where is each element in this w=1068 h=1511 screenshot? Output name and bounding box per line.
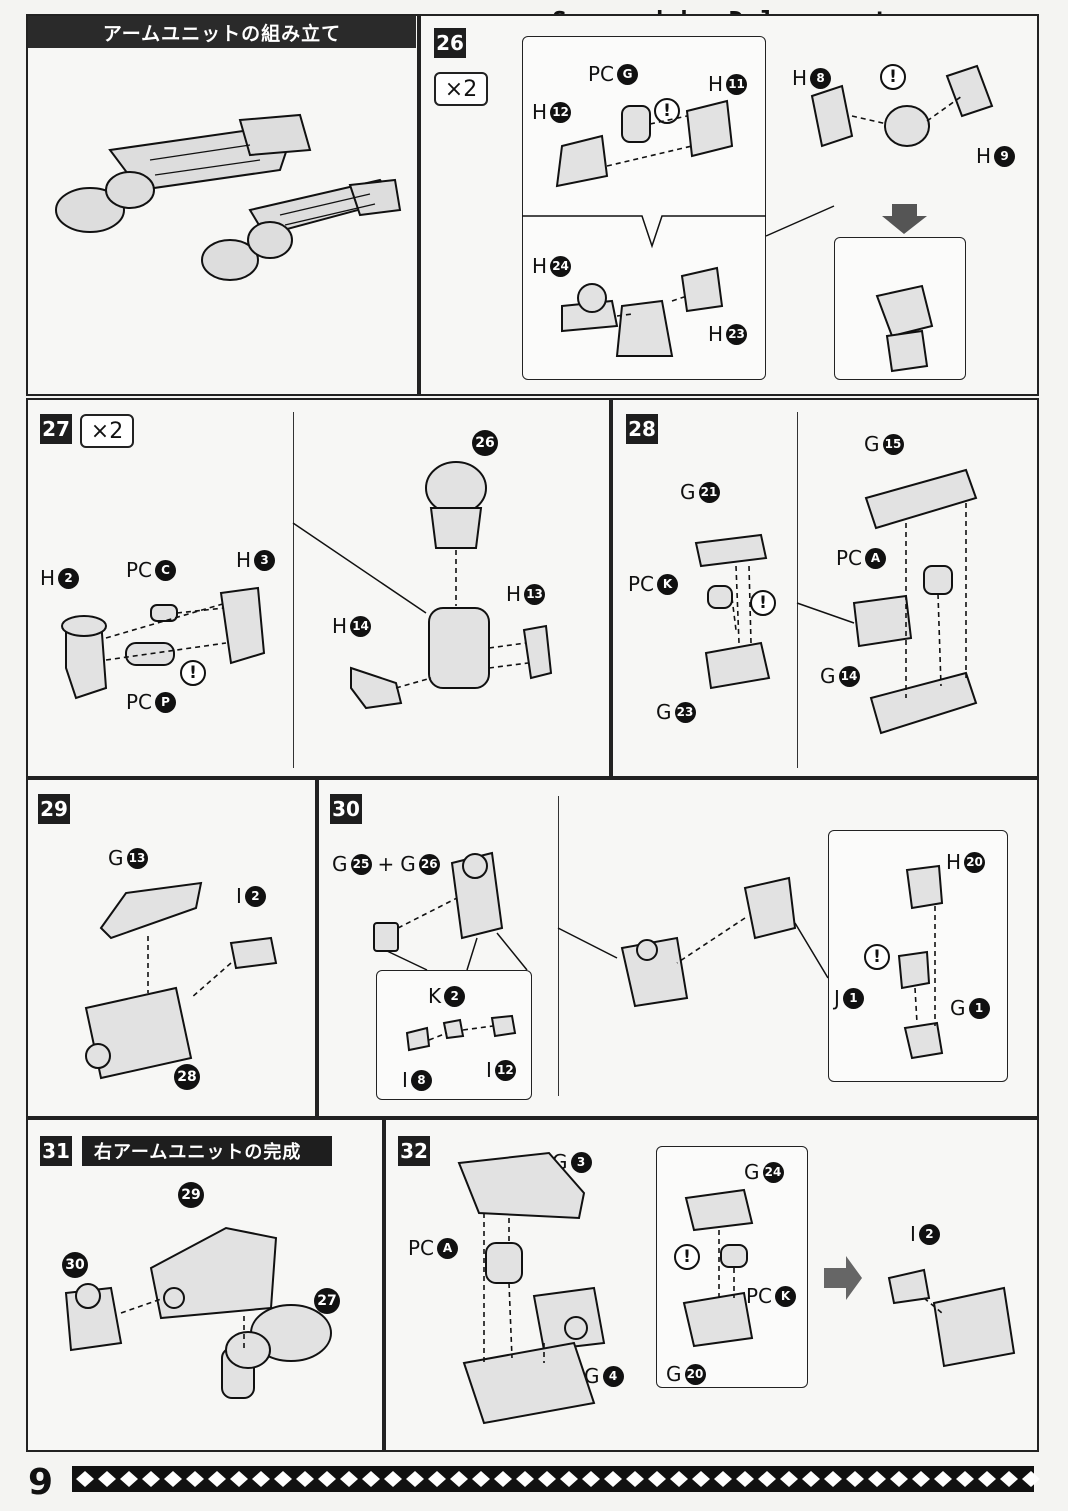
step-number-28: 28 [626, 414, 658, 444]
divider [558, 796, 559, 1096]
ref-step-30: 30 [62, 1252, 88, 1278]
page-number: 9 [28, 1462, 54, 1503]
step-29-parts [84, 881, 278, 1080]
warning-icon: ! [654, 98, 680, 124]
ref-step-26: 26 [472, 430, 498, 456]
section-title: アームユニットの組み立て [28, 16, 416, 48]
step-26-parts [522, 64, 994, 373]
panel-step-27 [26, 398, 611, 778]
step-28-parts [694, 468, 978, 735]
warning-icon: ! [864, 944, 890, 970]
step-32-parts [457, 1151, 1016, 1425]
step-number-29: 29 [38, 794, 70, 824]
decorative-border-band [72, 1466, 1040, 1492]
arm-overview-illustration [55, 113, 402, 281]
step-number-31: 31 [40, 1136, 72, 1166]
ref-step-27: 27 [314, 1288, 340, 1314]
ref-step-28: 28 [174, 1064, 200, 1090]
step-number-30: 30 [330, 794, 362, 824]
divider [797, 412, 798, 768]
step-number-27: 27 [40, 414, 72, 444]
step-27-parts [61, 461, 553, 710]
warning-icon: ! [880, 64, 906, 90]
multiplier-badge: ×2 [80, 414, 134, 448]
step-number-26: 26 [434, 28, 466, 58]
step-30-parts [373, 851, 944, 1060]
step-31-parts [64, 1226, 332, 1399]
step-number-32: 32 [398, 1136, 430, 1166]
warning-icon: ! [180, 660, 206, 686]
ref-step-29: 29 [178, 1182, 204, 1208]
warning-icon: ! [674, 1244, 700, 1270]
warning-icon: ! [750, 590, 776, 616]
divider [293, 412, 294, 768]
multiplier-badge: ×2 [434, 72, 488, 106]
step-31-title: 右アームユニットの完成 [82, 1136, 332, 1166]
arrow-right-icon [824, 1256, 862, 1300]
